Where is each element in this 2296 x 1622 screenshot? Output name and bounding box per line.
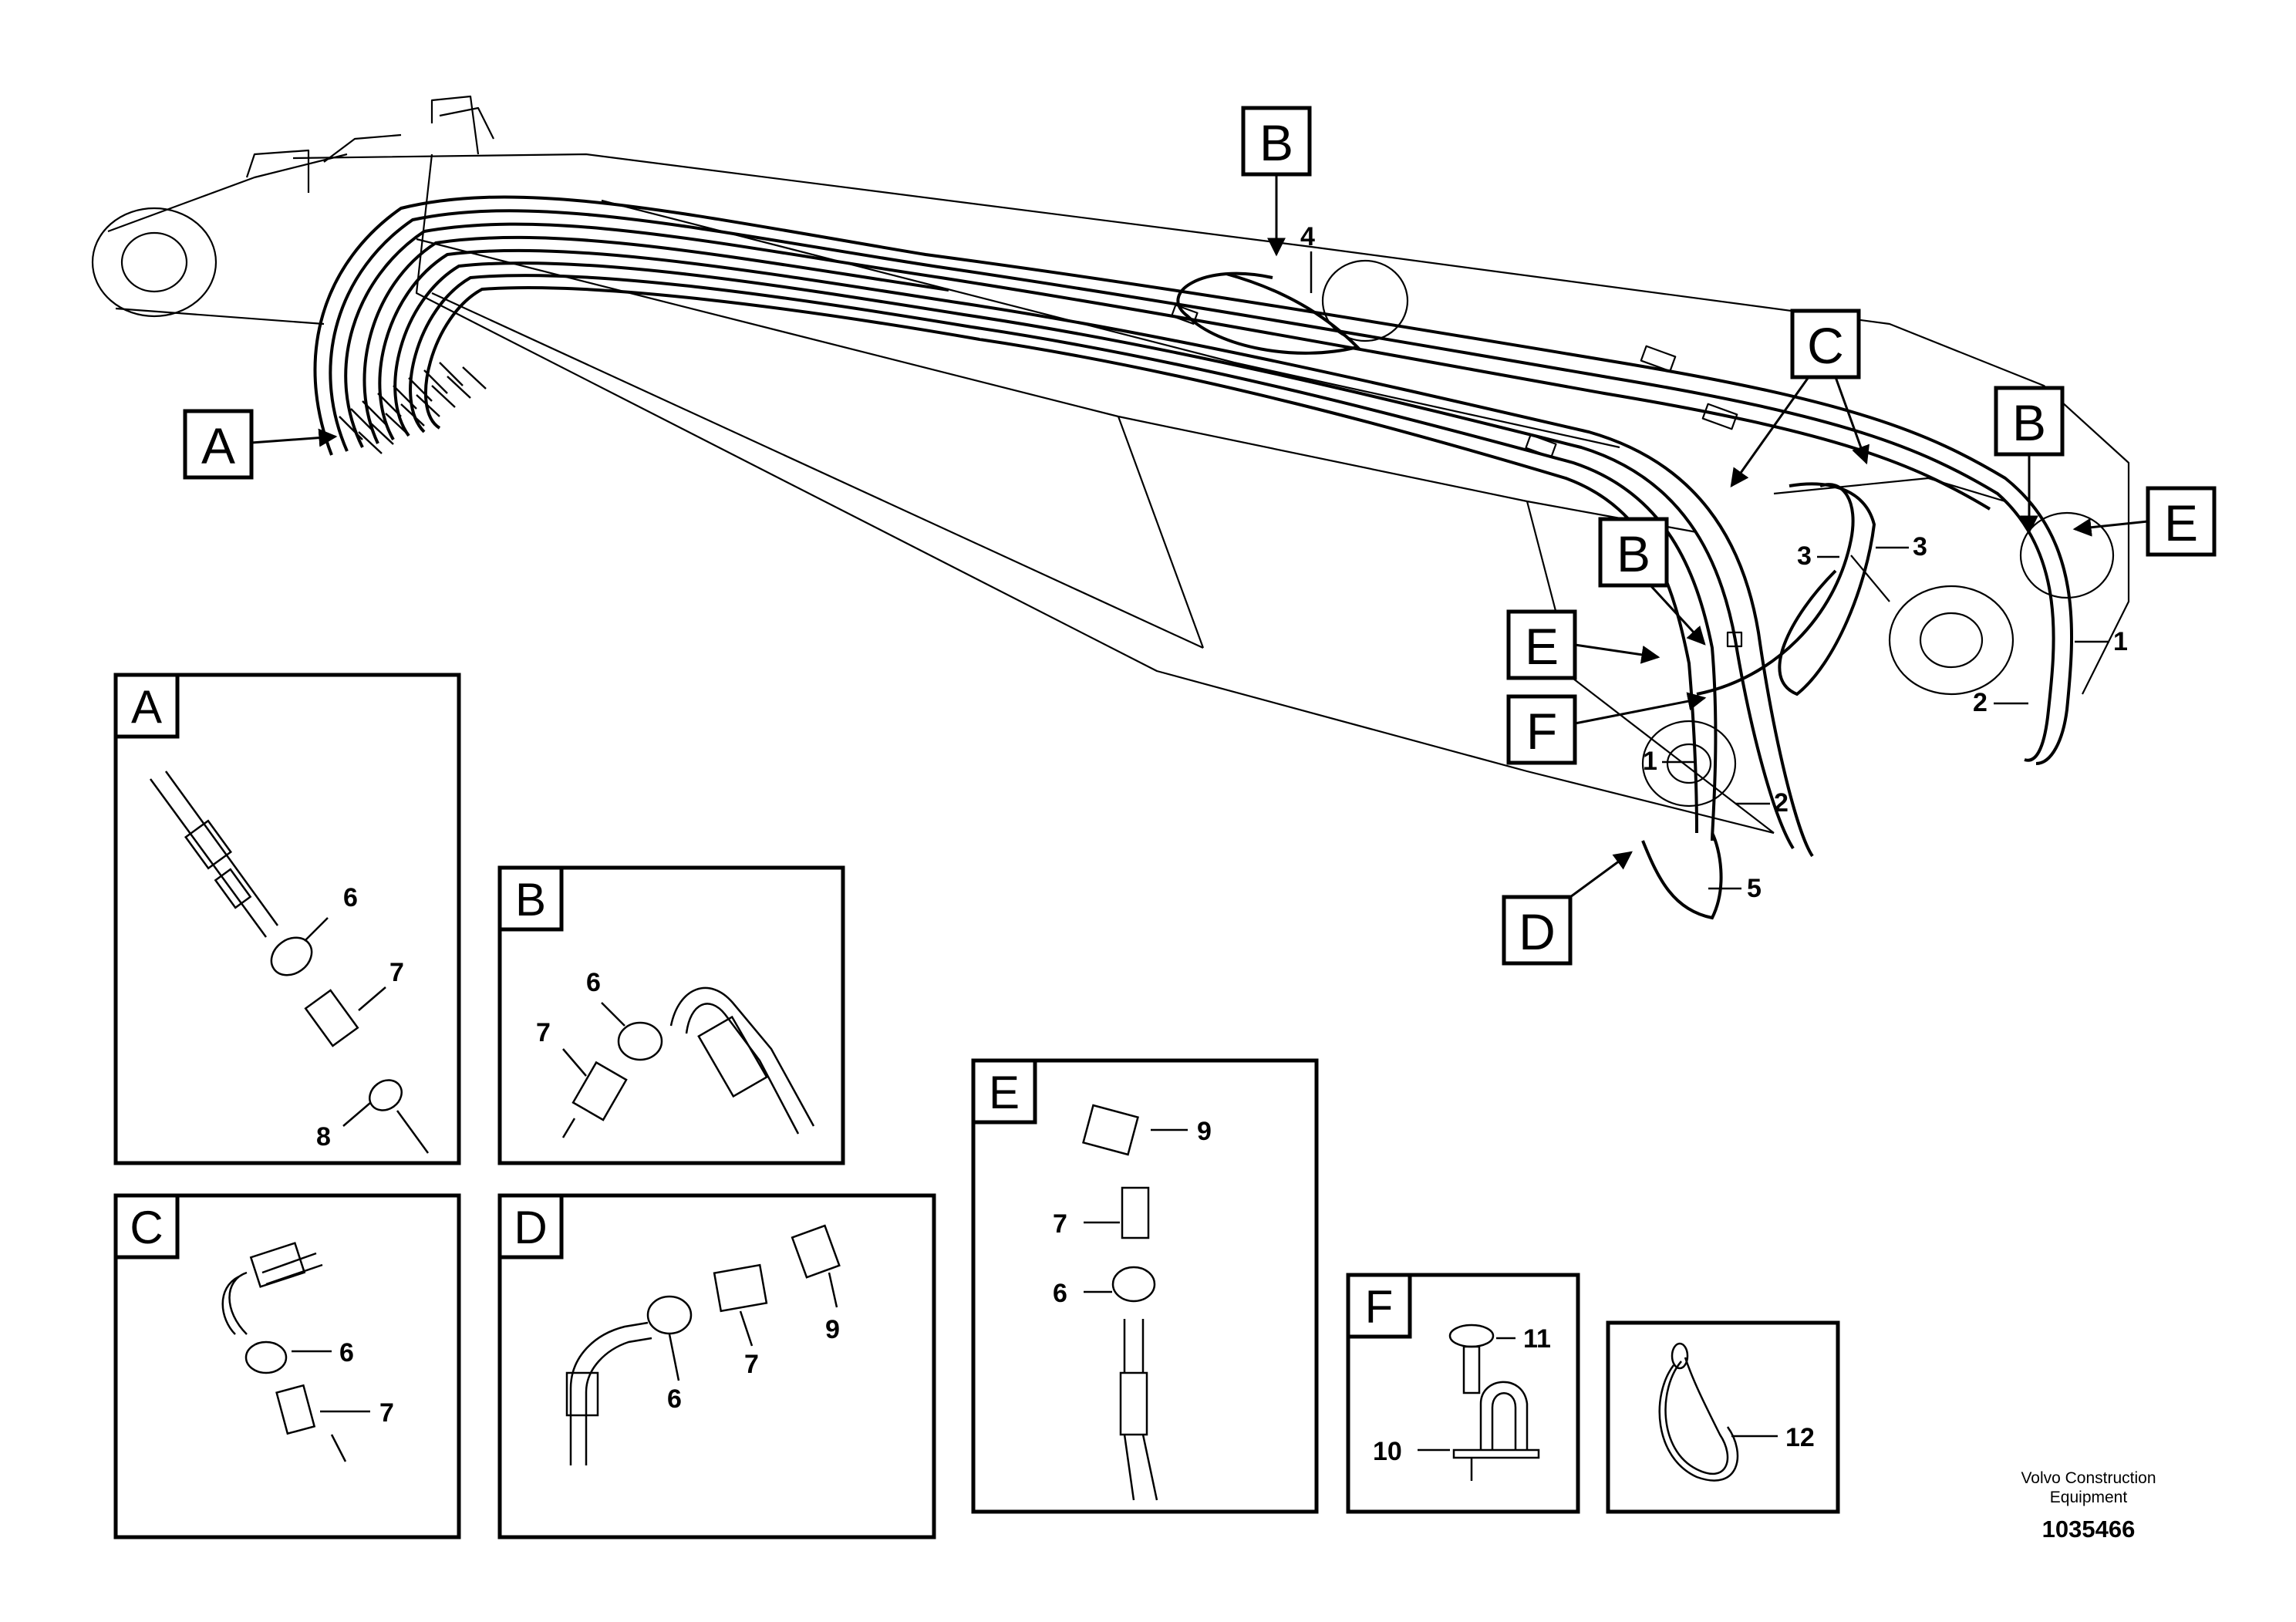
- svg-text:D: D: [1519, 903, 1556, 960]
- detail-d-part-7: 7: [744, 1350, 759, 1379]
- callout-d[interactable]: D: [1502, 851, 1633, 966]
- svg-text:B: B: [1617, 525, 1650, 582]
- svg-text:B: B: [2012, 394, 2046, 451]
- detail-a: A 6 7 8: [113, 673, 461, 1165]
- detail-e-part-9: 9: [1197, 1117, 1212, 1146]
- detail-a-part-8: 8: [316, 1122, 331, 1152]
- label-3a: 3: [1797, 541, 1812, 571]
- label-1b: 1: [1643, 747, 1657, 776]
- detail-e: E 9 7 6: [971, 1058, 1319, 1514]
- detail-e-part-7: 7: [1053, 1209, 1067, 1239]
- detail-c-part-6: 6: [339, 1338, 354, 1367]
- label-3b: 3: [1913, 532, 1927, 561]
- detail-d-part-9: 9: [825, 1315, 840, 1344]
- main-part-labels: 4 3 3 1 2 1 2 5: [1300, 222, 2128, 903]
- label-5: 5: [1747, 874, 1762, 903]
- callout-e-mid[interactable]: E: [1506, 609, 1660, 680]
- detail-a-part-7: 7: [389, 958, 404, 987]
- brand-line-2: Equipment: [2050, 1489, 2128, 1506]
- svg-text:D: D: [514, 1202, 547, 1253]
- callout-f[interactable]: F: [1506, 692, 1707, 765]
- detail-clamp-part-12: 12: [1785, 1423, 1815, 1452]
- svg-text:A: A: [201, 417, 235, 474]
- detail-a-part-6: 6: [343, 883, 358, 912]
- svg-text:F: F: [1526, 703, 1557, 760]
- callout-a[interactable]: A: [183, 409, 338, 480]
- detail-f-part-10: 10: [1373, 1437, 1402, 1466]
- detail-b-part-6: 6: [586, 968, 601, 997]
- callout-b-mid[interactable]: B: [1598, 517, 1706, 646]
- svg-text:E: E: [2164, 494, 2198, 551]
- detail-f-part-11: 11: [1523, 1324, 1551, 1354]
- callout-b-right[interactable]: B: [1994, 386, 2065, 534]
- brand-line-1: Volvo Construction: [2021, 1469, 2156, 1487]
- detail-b: B 6 7: [497, 865, 845, 1165]
- footer: Volvo Construction Equipment 1035466: [2021, 1469, 2156, 1543]
- detail-d-part-6: 6: [667, 1384, 682, 1414]
- detail-b-part-7: 7: [536, 1018, 551, 1047]
- detail-c: C 6 7: [113, 1193, 461, 1539]
- label-2a: 2: [1973, 688, 1988, 717]
- svg-text:E: E: [1525, 618, 1559, 675]
- svg-text:F: F: [1365, 1281, 1394, 1333]
- main-callouts: A B C B E B: [183, 106, 2217, 966]
- hydraulic-lines: [313, 195, 2074, 920]
- detail-f: F 11 10: [1346, 1273, 1580, 1514]
- label-1a: 1: [2113, 627, 2128, 656]
- boom-illustration: [91, 95, 2130, 835]
- svg-text:B: B: [1259, 114, 1293, 171]
- document-number: 1035466: [2042, 1516, 2136, 1543]
- callout-b-top[interactable]: B: [1241, 106, 1312, 257]
- svg-text:E: E: [989, 1067, 1020, 1118]
- detail-e-part-6: 6: [1053, 1279, 1067, 1308]
- callout-e-right[interactable]: E: [2072, 486, 2217, 557]
- label-2b: 2: [1774, 788, 1789, 818]
- svg-text:C: C: [130, 1202, 163, 1253]
- callout-c[interactable]: C: [1730, 309, 1870, 487]
- svg-text:A: A: [131, 681, 162, 733]
- detail-c-part-7: 7: [379, 1398, 394, 1428]
- detail-d: D 9 7 6: [497, 1193, 936, 1539]
- label-4: 4: [1300, 222, 1315, 251]
- svg-text:C: C: [1807, 317, 1844, 374]
- detail-clamp: 12: [1606, 1320, 1840, 1514]
- svg-text:B: B: [515, 874, 546, 926]
